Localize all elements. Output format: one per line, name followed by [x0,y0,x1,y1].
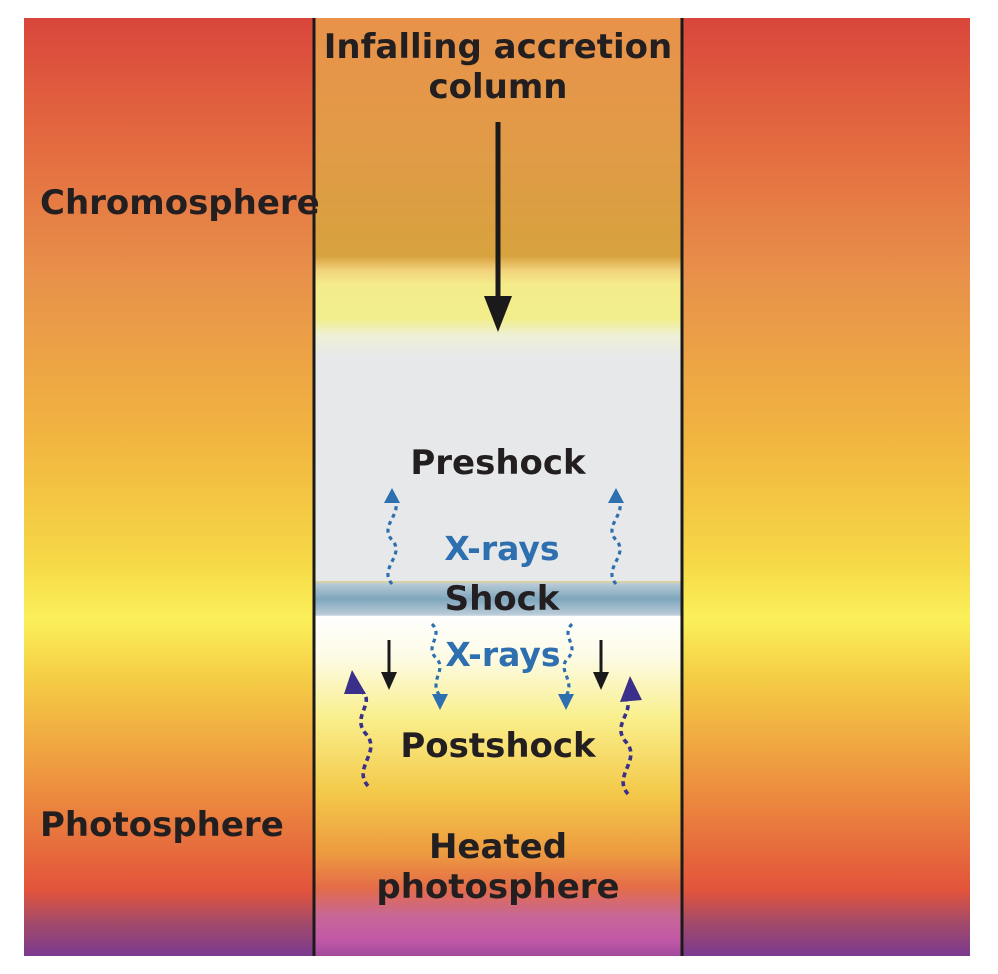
photosphere-label: Photosphere [40,805,284,845]
postshock-flow-arrows [381,640,609,690]
column-title-line1: Infalling accretion [324,27,672,67]
xray-up-left-arrowhead [384,488,400,503]
column-lower-region [314,616,682,956]
heated-photosphere-line2: photosphere [376,867,619,907]
xray-down-left-arrowhead [432,694,448,710]
heating-right-arrow [619,694,633,796]
shock-band [314,581,682,617]
xrays-upper-label: X-rays [444,529,559,568]
preshock-label: Preshock [410,443,587,483]
xrays-lower-label: X-rays [445,635,560,674]
heating-wavy-arrows [358,688,633,796]
heating-right-arrowhead [620,676,642,702]
heating-left-arrowhead [344,670,366,694]
chromosphere-label: Chromosphere [40,183,320,223]
xray-downward-wavy-arrows [430,622,574,697]
heating-left-arrow [358,688,373,788]
heated-photosphere-line1: Heated [429,827,567,867]
xray-down-left-arrow [430,622,442,697]
column-title-line2: column [428,67,567,107]
xray-down-right-arrow [562,622,574,697]
postshock-label: Postshock [400,726,597,766]
xray-up-right-arrowhead [608,488,624,503]
xray-down-right-arrowhead [558,694,574,710]
infall-arrow [484,122,512,332]
shock-label: Shock [445,579,561,619]
